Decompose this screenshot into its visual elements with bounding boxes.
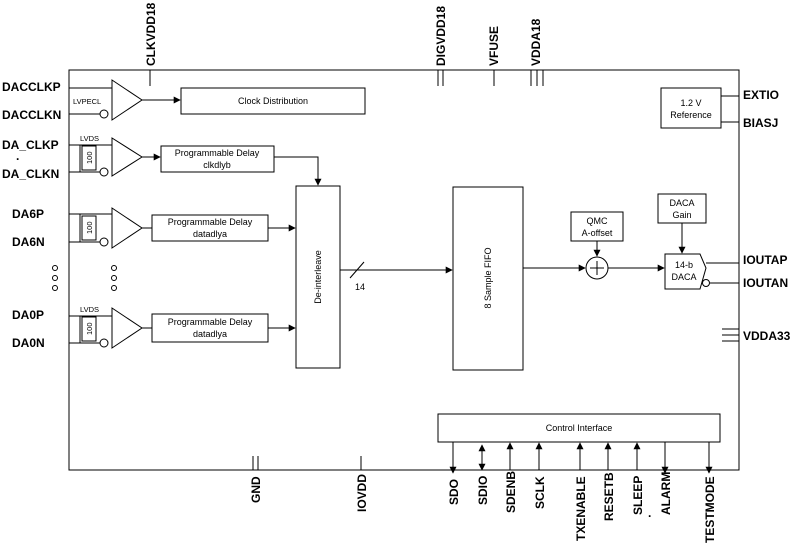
prog-delay-da0-line2: datadlya [193, 329, 227, 339]
pin-vfuse: VFUSE [487, 26, 501, 66]
pin-da6p: DA6P [12, 207, 44, 221]
chip-outline [68, 69, 740, 471]
lvds-clk-buffer: 100 LVDS [69, 134, 161, 177]
lvds-clk-label: LVDS [80, 134, 99, 143]
ellipsis-left [52, 265, 117, 291]
gain-line1: DACA [669, 198, 694, 208]
prog-delay-da6-line2: datadlya [193, 229, 227, 239]
prog-delay-da0-line1: Programmable Delay [168, 317, 253, 327]
fifo-label: 8 Sample FIFO [483, 247, 493, 308]
pin-dacclkn: DACCLKN [2, 108, 61, 122]
pin-ioutan: IOUTAN [743, 276, 788, 290]
pin-da0n: DA0N [12, 336, 45, 350]
fifo-block [452, 186, 524, 371]
pin-da-clkn: DA_CLKN [2, 167, 59, 181]
term-da0-label: 100 [85, 322, 94, 335]
vdda33-connector [722, 328, 739, 342]
lvpecl-label: LVPECL [73, 97, 101, 106]
pin-sclk: SCLK [533, 476, 547, 509]
term-da6-label: 100 [85, 221, 94, 234]
pin-da0p: DA0P [12, 308, 44, 322]
pin-sdo: SDO [447, 479, 461, 505]
control-signal-lines [449, 442, 713, 474]
clock-distribution-block [180, 87, 366, 115]
pin-txenable: TXENABLE [574, 476, 588, 541]
qmc-line1: QMC [587, 216, 608, 226]
term-clk-label: 100 [85, 151, 94, 164]
prog-delay-da6-line1: Programmable Delay [168, 217, 253, 227]
pin-sleep: SLEEP [631, 476, 645, 515]
pin-digvdd18: DIGVDD18 [434, 6, 448, 66]
pin-vdda18: VDDA18 [529, 18, 543, 66]
control-interface-label: Control Interface [546, 423, 613, 433]
pin-da6n: DA6N [12, 235, 45, 249]
dac-line1: 14-b [675, 260, 693, 270]
lvds-da0-label: LVDS [80, 305, 99, 314]
reference-line2: Reference [670, 110, 712, 120]
prog-delay-da6-block [151, 214, 269, 242]
pin-sdenb: SDENB [504, 471, 518, 513]
prog-delay-clk-line2: clkdlyb [203, 160, 231, 170]
pin-da-clkp: DA_CLKP [2, 138, 59, 152]
pin-testmode: TESTMODE [703, 476, 717, 543]
deinterleave-block [295, 185, 341, 369]
bus-width-label: 14 [355, 282, 365, 292]
qmc-block [570, 211, 624, 242]
reference-block [660, 87, 722, 129]
pin-alarm: ALARM [659, 472, 673, 515]
qmc-line2: A-offset [582, 228, 613, 238]
prog-delay-clk-line1: Programmable Delay [175, 148, 260, 158]
lvds-da0-buffer: 100 LVDS [69, 305, 152, 349]
lvds-da6-buffer: 100 [69, 207, 152, 249]
reference-line1: 1.2 V [680, 98, 701, 108]
deinterleave-label: De-interleave [313, 250, 323, 304]
summer-node [585, 256, 609, 280]
pin-vdda33: VDDA33 [743, 329, 791, 343]
dac-line2: DACA [671, 272, 696, 282]
pin-sdio: SDIO [476, 476, 490, 505]
daca-gain-block [657, 193, 707, 224]
lvpecl-buffer: LVPECL [69, 79, 181, 121]
pin-extio: EXTIO [743, 88, 779, 102]
pin-ioutap: IOUTAP [743, 253, 787, 267]
pin-resetb: RESETB [602, 472, 616, 521]
pin-iovdd: IOVDD [355, 474, 369, 512]
pin-biasj: BIASJ [743, 116, 778, 130]
control-interface-block [437, 413, 721, 443]
dac-block [664, 253, 707, 290]
pin-clkvdd18: CLKVDD18 [144, 2, 158, 66]
prog-delay-da0-block [151, 313, 269, 343]
gain-line2: Gain [672, 210, 691, 220]
prog-delay-clk-block [160, 145, 275, 173]
pin-gnd: GND [249, 476, 263, 503]
separator-dot: . [16, 149, 19, 163]
clock-distribution-label: Clock Distribution [238, 96, 308, 106]
pin-dacclkp: DACCLKP [2, 80, 61, 94]
separator-dot: . [648, 506, 651, 520]
